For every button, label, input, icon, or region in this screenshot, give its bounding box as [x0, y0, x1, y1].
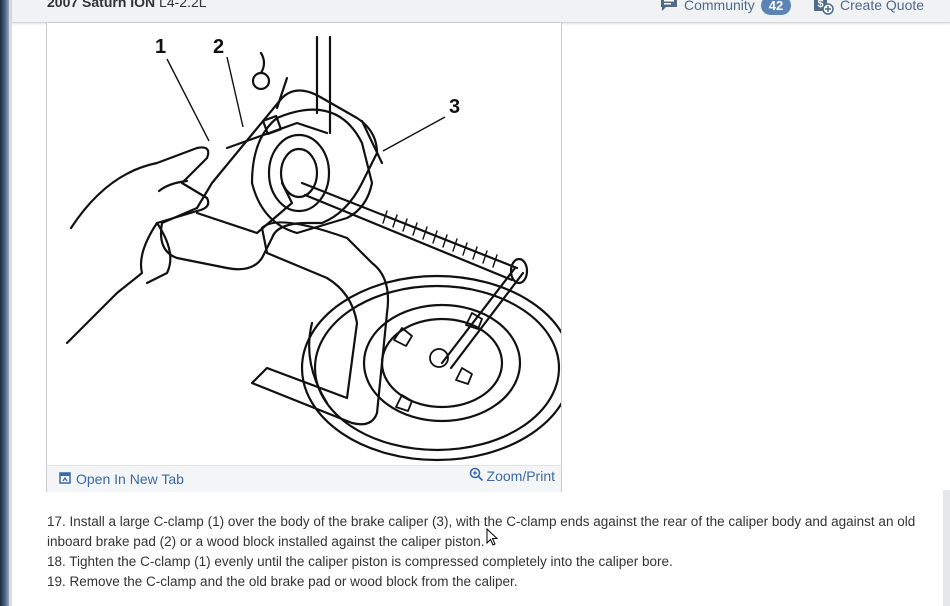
vehicle-name: 2007 Saturn ION — [47, 0, 156, 10]
figure-toolbar: Open In New Tab Zoom/Print — [47, 465, 561, 492]
callout-1: 1 — [155, 36, 166, 58]
vehicle-engine: L4-2.2L — [159, 0, 207, 10]
vehicle-header: 2007 Saturn ION L4-2.2L Community 42 $ C… — [12, 0, 950, 23]
window-left-edge — [0, 0, 12, 606]
scrollbar[interactable] — [943, 490, 950, 606]
step-18: 18. Tighten the C-clamp (1) evenly until… — [47, 554, 673, 569]
step-17: 17. Install a large C-clamp (1) over the… — [47, 514, 916, 549]
zoom-print-label: Zoom/Print — [486, 468, 555, 484]
mouse-cursor-icon — [486, 527, 499, 551]
open-in-new-tab-link[interactable]: Open In New Tab — [59, 471, 184, 487]
callout-3: 3 — [449, 96, 460, 118]
diagram-figure: 1 2 3 Open In New Tab — [46, 22, 562, 492]
community-button[interactable]: Community 42 — [660, 0, 792, 18]
procedure-steps: 17. Install a large C-clamp (1) over the… — [47, 512, 937, 592]
community-count-badge: 42 — [760, 0, 792, 15]
callout-2: 2 — [213, 36, 224, 58]
quote-icon: $ — [812, 0, 834, 18]
svg-text:$: $ — [817, 0, 823, 10]
create-quote-label: Create Quote — [840, 0, 925, 13]
create-quote-button[interactable]: $ Create Quote — [812, 0, 924, 18]
community-label: Community — [684, 0, 755, 13]
open-in-new-tab-label: Open In New Tab — [76, 471, 184, 487]
step-19: 19. Remove the C-clamp and the old brake… — [47, 574, 518, 589]
open-tab-icon — [59, 471, 71, 487]
brake-caliper-c-clamp-illustration: 1 2 3 — [65, 35, 561, 462]
comment-icon — [660, 0, 678, 15]
vehicle-title: 2007 Saturn ION L4-2.2L — [47, 0, 207, 10]
zoom-print-link[interactable]: Zoom/Print — [469, 467, 555, 485]
zoom-icon — [469, 467, 484, 485]
